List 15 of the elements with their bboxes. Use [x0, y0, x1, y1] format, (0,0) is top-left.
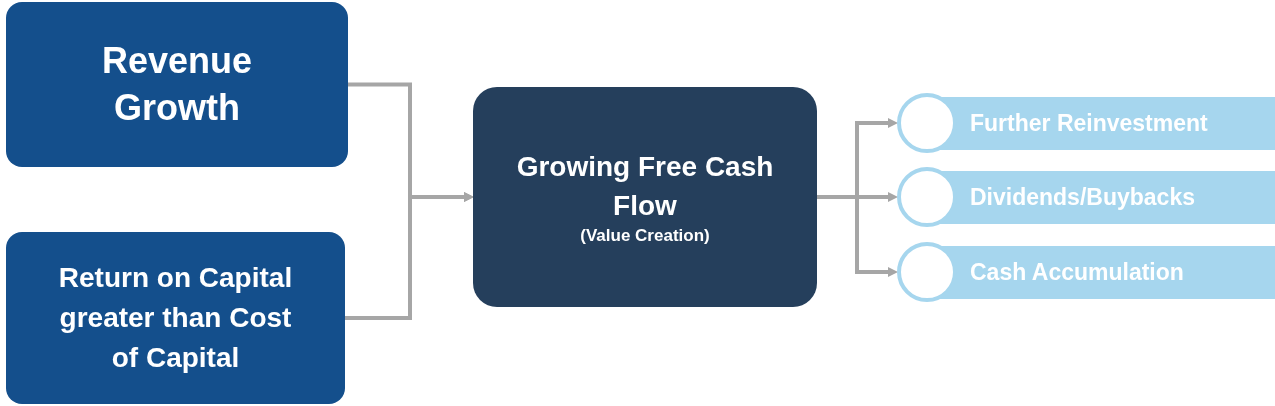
outcome-label: Cash Accumulation: [970, 257, 1184, 287]
result-box: [473, 87, 817, 307]
driver-box: [6, 2, 348, 167]
node-title: Revenue Growth: [100, 38, 254, 130]
driver-box: [6, 232, 345, 404]
connector-arrow: [345, 192, 474, 320]
connector-arrow: [817, 195, 898, 277]
node-title: Growing Free Cash Flow: [515, 149, 775, 223]
outcome-label: Further Reinvestment: [970, 108, 1208, 138]
node-title: Return on Capital greater than Cost of Capital: [57, 261, 294, 375]
outcome-label: Dividends/Buybacks: [970, 182, 1195, 212]
outcome-banner: [897, 167, 1275, 227]
outcome-banner: [897, 242, 1275, 302]
outcome-banner: [897, 93, 1275, 153]
node-subtitle: (Value Creation): [580, 225, 710, 248]
